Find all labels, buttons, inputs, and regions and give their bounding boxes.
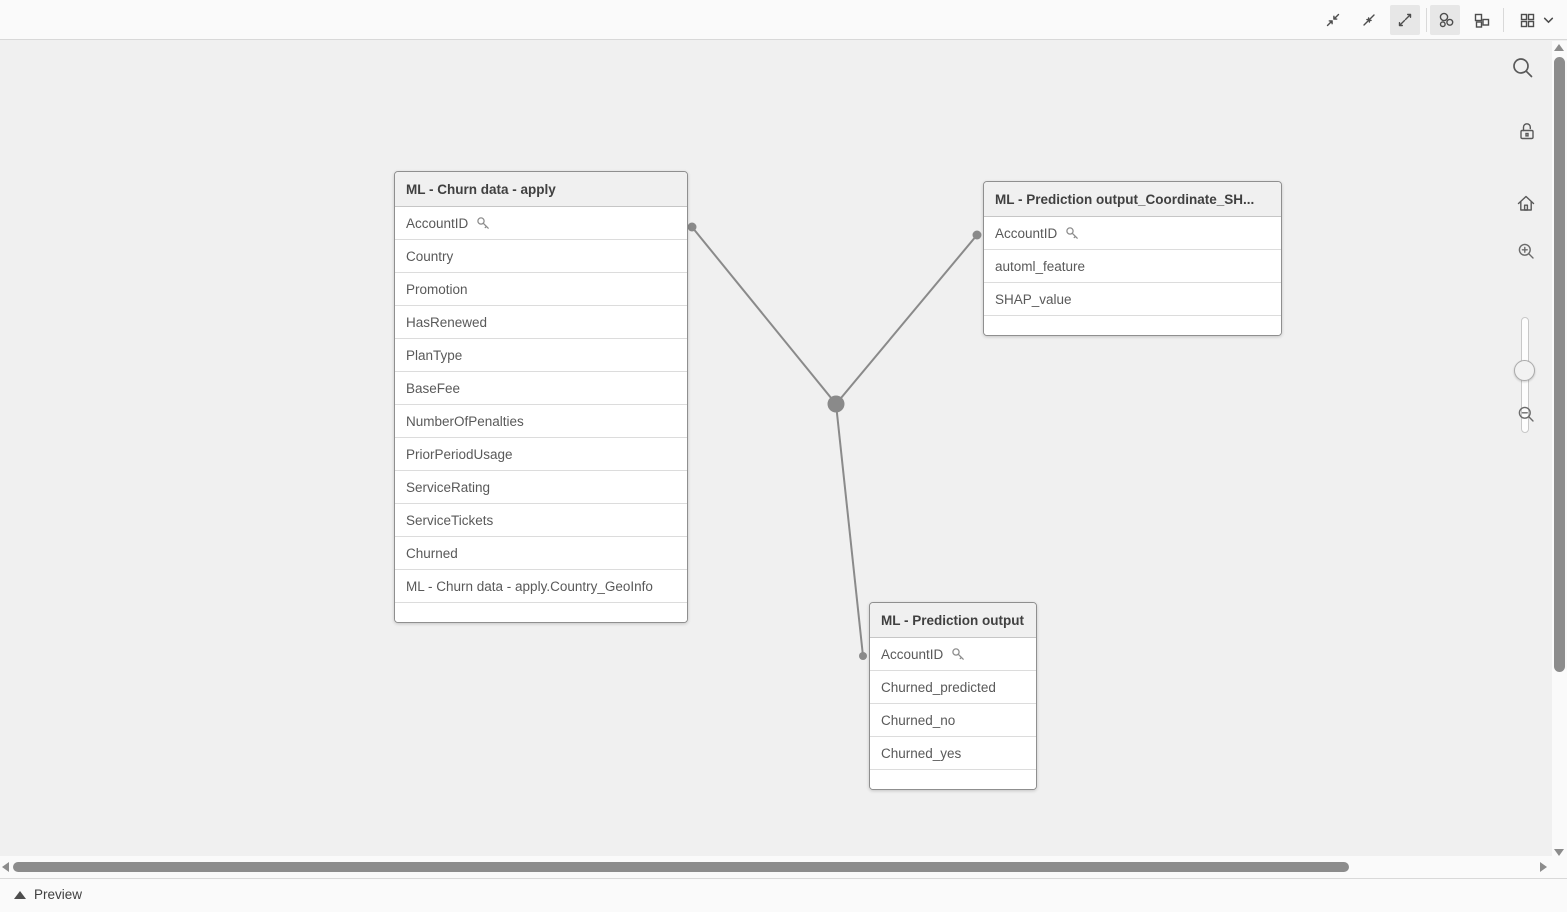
key-icon (476, 216, 490, 230)
field-name: Churned (406, 545, 458, 561)
scroll-left-arrow[interactable] (2, 862, 9, 872)
field-name: Promotion (406, 281, 468, 297)
association-endpoint (687, 222, 697, 232)
triangle-up-icon (14, 890, 26, 899)
table-footer (984, 316, 1281, 335)
field-name: PlanType (406, 347, 463, 363)
table-footer (395, 603, 687, 622)
model-canvas[interactable]: ML - Churn data - apply AccountID Countr… (0, 41, 1552, 856)
field-row[interactable]: PlanType (395, 339, 687, 372)
toolbar-divider (1503, 8, 1504, 32)
field-name: automl_feature (995, 258, 1086, 274)
table-ml-churn-data-apply[interactable]: ML - Churn data - apply AccountID Countr… (394, 171, 688, 623)
table-title[interactable]: ML - Prediction output_Coordinate_SH... (984, 182, 1281, 217)
tables-view-icon[interactable] (1466, 5, 1496, 35)
expand-icon[interactable] (1390, 5, 1420, 35)
horizontal-scrollbar[interactable] (0, 856, 1552, 878)
field-name: SHAP_value (995, 291, 1072, 307)
preview-toggle[interactable]: Preview (14, 887, 82, 902)
grid-layout-icon[interactable] (1512, 5, 1542, 35)
field-row[interactable]: Churned_predicted (870, 671, 1036, 704)
table-ml-prediction-output-coordinate-shap[interactable]: ML - Prediction output_Coordinate_SH... … (983, 181, 1282, 336)
association-endpoint (972, 230, 982, 240)
bubbles-view-icon[interactable] (1430, 5, 1460, 35)
zoom-in-icon[interactable] (1517, 242, 1536, 266)
field-row[interactable]: PriorPeriodUsage (395, 438, 687, 471)
scroll-right-arrow[interactable] (1540, 862, 1547, 872)
scroll-down-arrow[interactable] (1554, 849, 1564, 856)
field-row[interactable]: AccountID (870, 638, 1036, 671)
unlock-icon[interactable] (1515, 120, 1537, 147)
field-name: AccountID (406, 215, 469, 231)
toolbar-divider (1426, 8, 1427, 32)
field-name: HasRenewed (406, 314, 488, 330)
field-row[interactable]: Churned_no (870, 704, 1036, 737)
home-icon[interactable] (1515, 192, 1537, 219)
field-row[interactable]: ServiceTickets (395, 504, 687, 537)
association-junction (827, 395, 845, 413)
table-ml-prediction-output[interactable]: ML - Prediction output AccountID Churned… (869, 602, 1037, 790)
zoom-out-icon[interactable] (1517, 405, 1536, 429)
field-name: AccountID (881, 646, 944, 662)
vertical-scrollbar[interactable] (1552, 41, 1567, 878)
table-footer (870, 770, 1036, 789)
field-name: AccountID (995, 225, 1058, 241)
field-name: Churned_yes (881, 745, 962, 761)
field-name: ServiceRating (406, 479, 491, 495)
association-connectors (687, 222, 982, 660)
field-row[interactable]: HasRenewed (395, 306, 687, 339)
scroll-up-arrow[interactable] (1554, 44, 1564, 51)
vertical-scrollbar-thumb[interactable] (1554, 57, 1565, 672)
field-name: Churned_predicted (881, 679, 996, 695)
field-row[interactable]: Churned_yes (870, 737, 1036, 770)
field-row[interactable]: automl_feature (984, 250, 1281, 283)
field-name: PriorPeriodUsage (406, 446, 513, 462)
field-row[interactable]: AccountID (395, 207, 687, 240)
search-icon[interactable] (1511, 56, 1535, 85)
table-title[interactable]: ML - Prediction output (870, 603, 1036, 638)
field-name: Country (406, 248, 454, 264)
preview-bar: Preview (0, 878, 1567, 912)
preview-label: Preview (34, 887, 83, 902)
collapse-icon[interactable] (1318, 5, 1348, 35)
chevron-down-icon[interactable] (1540, 5, 1556, 35)
field-row[interactable]: Country (395, 240, 687, 273)
field-name: BaseFee (406, 380, 461, 396)
field-name: NumberOfPenalties (406, 413, 524, 429)
field-name: Churned_no (881, 712, 956, 728)
association-endpoint (859, 652, 867, 660)
horizontal-scrollbar-thumb[interactable] (13, 862, 1349, 872)
field-row[interactable]: AccountID (984, 217, 1281, 250)
field-row[interactable]: ML - Churn data - apply.Country_GeoInfo (395, 570, 687, 603)
field-row[interactable]: Promotion (395, 273, 687, 306)
key-icon (1065, 226, 1079, 240)
top-toolbar (0, 0, 1567, 40)
field-name: ML - Churn data - apply.Country_GeoInfo (406, 578, 653, 594)
table-title[interactable]: ML - Churn data - apply (395, 172, 687, 207)
field-row[interactable]: NumberOfPenalties (395, 405, 687, 438)
field-row[interactable]: SHAP_value (984, 283, 1281, 316)
key-icon (951, 647, 965, 661)
field-row[interactable]: Churned (395, 537, 687, 570)
field-name: ServiceTickets (406, 512, 494, 528)
zoom-slider-thumb[interactable] (1514, 360, 1535, 381)
field-row[interactable]: ServiceRating (395, 471, 687, 504)
collapse-all-icon[interactable] (1354, 5, 1384, 35)
field-row[interactable]: BaseFee (395, 372, 687, 405)
